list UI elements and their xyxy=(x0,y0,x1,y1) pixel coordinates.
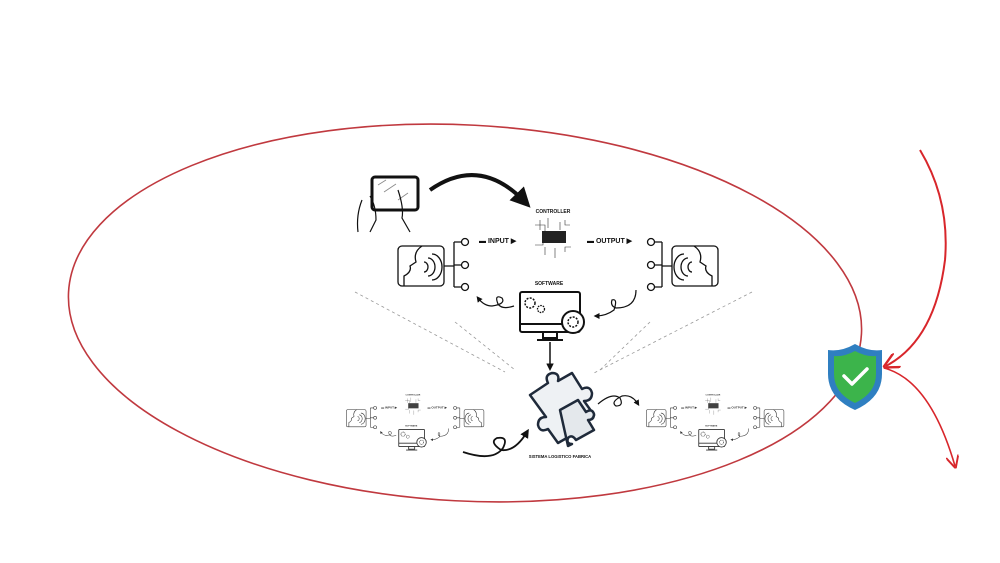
output-label: ▬ OUTPUT ▶ xyxy=(587,238,633,245)
voice-input-icon xyxy=(397,237,470,292)
left-subsystem-to-puzzle-arrow xyxy=(462,428,529,458)
subsystem-diagram-right xyxy=(646,394,784,450)
puzzle-icon xyxy=(528,371,596,448)
system-boundary-ellipse xyxy=(67,123,863,503)
red-arrow-out-of-shield xyxy=(883,367,955,466)
tablet-touch-icon xyxy=(356,175,420,233)
controller-loop-diagram: CONTROLLER ▬ INPUT ▶ ▬ OUTPUT ▶ SOFTWARE xyxy=(397,209,719,341)
voice-output-icon xyxy=(646,237,719,292)
puzzle-to-right-subsystem-arrow xyxy=(597,395,640,407)
system-label: SISTEMA LOGISTICO FABRICA xyxy=(529,454,591,459)
input-label: ▬ INPUT ▶ xyxy=(479,238,517,245)
tablet-to-controller-arrow xyxy=(428,173,531,208)
red-arrow-into-shield xyxy=(886,149,947,366)
loop-arrow-right xyxy=(593,289,637,319)
shield-check-icon xyxy=(828,344,882,410)
loop-arrow-left xyxy=(476,296,515,309)
subsystem-diagram-left xyxy=(346,394,484,450)
dashed-guides xyxy=(354,291,753,375)
controller-label: CONTROLLER xyxy=(536,209,571,215)
monitor-gears-icon xyxy=(519,291,585,341)
software-label: SOFTWARE xyxy=(535,281,564,287)
chip-icon xyxy=(535,218,571,258)
